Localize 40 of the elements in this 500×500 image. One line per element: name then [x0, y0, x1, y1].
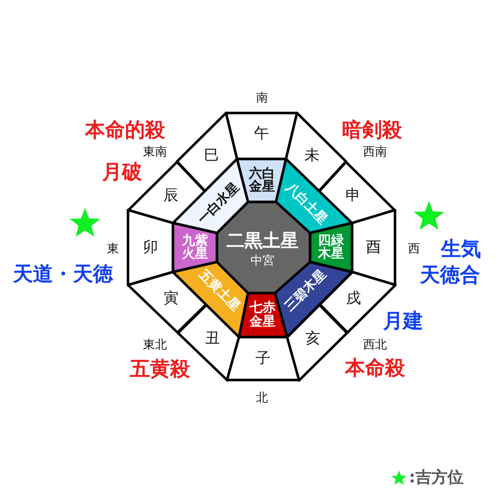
star-name: 一白水星: [196, 181, 242, 228]
annotation-text: 本命殺: [345, 354, 405, 382]
direction-label: 東: [107, 240, 119, 258]
zodiac-label: 戌: [346, 290, 361, 306]
zodiac-label: 丑: [204, 330, 220, 346]
direction-label: 西: [408, 240, 420, 258]
annotation-text: 暗剣殺: [342, 116, 402, 144]
star-name: 六白金星: [248, 166, 275, 194]
zodiac-label: 子: [256, 350, 270, 366]
zodiac-label: 酉: [366, 240, 381, 256]
direction-label: 東北: [143, 336, 167, 354]
annotation-text: 月破: [102, 158, 142, 186]
zodiac-label: 巳: [204, 148, 219, 164]
star-name: 二黒土星: [226, 232, 299, 251]
star-name: 八白土星: [282, 181, 330, 228]
zodiac-label: 申: [346, 188, 360, 204]
annotation-text: 本命的殺: [85, 116, 165, 144]
direction-label: 南: [256, 90, 268, 106]
direction-label: 西南: [363, 144, 387, 160]
star-name: 七赤金星: [249, 301, 276, 329]
direction-label: 西北: [363, 336, 387, 354]
annotation-text: 天道・天徳: [13, 260, 113, 288]
annotation-text: 生気: [441, 236, 481, 262]
zodiac-label: 卯: [143, 240, 158, 256]
zodiac-label: 寅: [164, 290, 179, 306]
star-name: 三碧木星: [282, 268, 330, 314]
direction-label: 北: [256, 390, 268, 406]
zodiac-label: 亥: [306, 330, 321, 346]
zodiac-label: 辰: [163, 188, 178, 204]
star-name: 五黄土星: [196, 268, 242, 314]
position-label: 中宮: [250, 254, 275, 267]
annotation-text: 月建: [383, 308, 423, 334]
zodiac-label: 未: [304, 148, 320, 164]
star-name: 四緑木星: [318, 234, 344, 262]
annotation-text: 天徳合: [420, 262, 480, 288]
zodiac-label: 午: [254, 126, 269, 142]
direction-label: 東南: [143, 144, 167, 160]
legend-text: :吉方位: [409, 468, 464, 488]
annotation-text: 五黄殺: [130, 356, 190, 382]
star-name: 九紫火星: [182, 234, 208, 262]
